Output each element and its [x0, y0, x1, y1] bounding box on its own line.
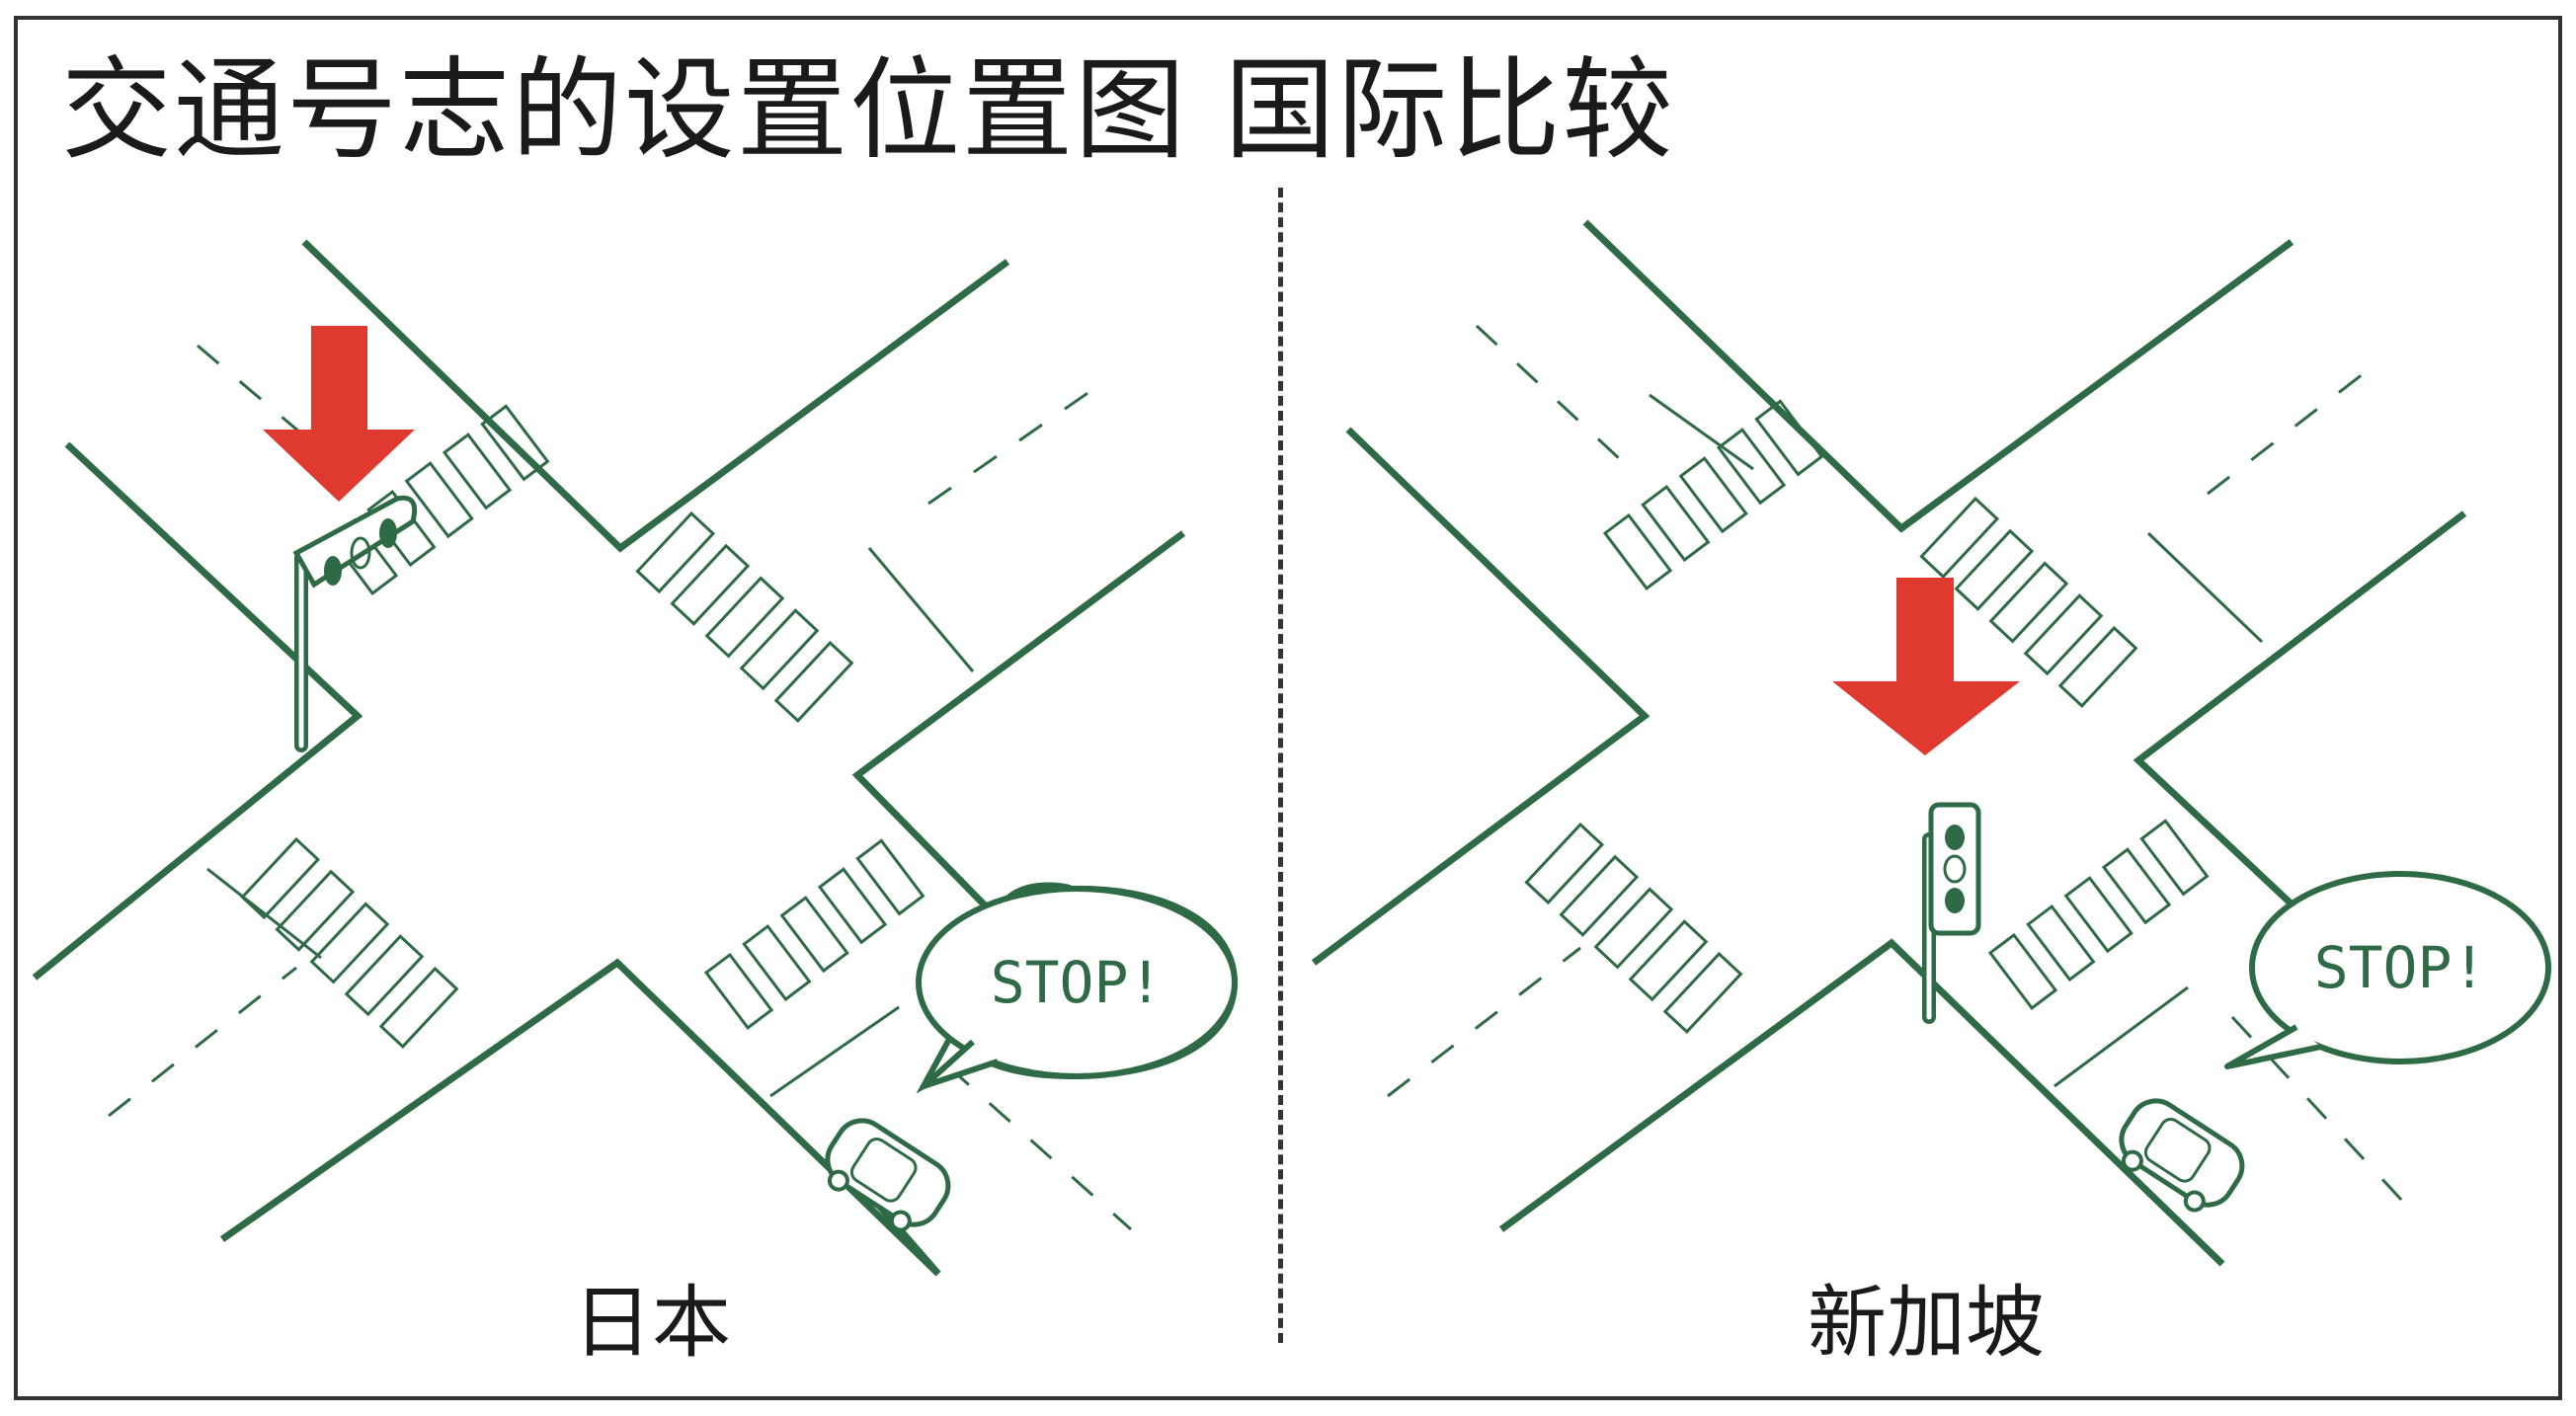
road-edge-right: [851, 530, 1186, 916]
lane-dash: [2230, 1015, 2417, 1217]
traffic-light: [1922, 802, 1981, 1024]
road-edge-left: [1311, 427, 1650, 966]
panel-label-japan: 日本: [573, 1277, 731, 1369]
stop-line: [769, 1005, 900, 1098]
crosswalk: [240, 836, 459, 1050]
arrow-icon: [1832, 578, 2020, 755]
page-title: 交通号志的设置位置图 国际比较: [61, 46, 1675, 175]
crosswalk: [1524, 822, 1743, 1035]
lane-dash: [1475, 324, 1622, 461]
crosswalk: [635, 511, 854, 724]
crosswalk: [1987, 819, 2210, 1011]
lane-dash: [2207, 358, 2381, 496]
speech-text: STOP!: [2314, 934, 2487, 1001]
panel-divider: [1278, 188, 1283, 1343]
road-edge-bottom: [219, 958, 941, 1277]
japan-intersection: STOP!: [32, 239, 1239, 1277]
lane-dash: [947, 1064, 1132, 1231]
crosswalk: [703, 838, 926, 1031]
stop-line: [2053, 985, 2189, 1088]
car-icon: [2119, 1098, 2245, 1213]
stop-line: [867, 547, 975, 672]
panel-label-singapore: 新加坡: [1808, 1277, 2045, 1369]
crosswalk: [1919, 496, 2138, 709]
road-edge-bottom: [1498, 938, 2225, 1267]
lane-dash: [108, 966, 297, 1118]
traffic-light: [292, 495, 418, 752]
road-edge-left: [32, 441, 363, 981]
lane-dash: [1387, 946, 1581, 1098]
road-edge-right: [2133, 511, 2467, 916]
stop-line: [2146, 531, 2264, 644]
stop-line: [206, 867, 322, 960]
arrow-icon: [263, 326, 415, 502]
speech-text: STOP!: [991, 949, 1164, 1016]
lane-dash: [927, 378, 1107, 506]
crosswalk: [1602, 399, 1824, 591]
road-edge-top: [1582, 219, 2294, 533]
stop-line: [1649, 393, 1754, 471]
singapore-intersection: STOP!: [1311, 219, 2551, 1267]
road-edge-top: [301, 239, 1010, 553]
speech-bubble: STOP!: [2224, 871, 2551, 1069]
speech-bubble: STOP!: [916, 882, 1239, 1094]
car-icon: [825, 1118, 951, 1232]
